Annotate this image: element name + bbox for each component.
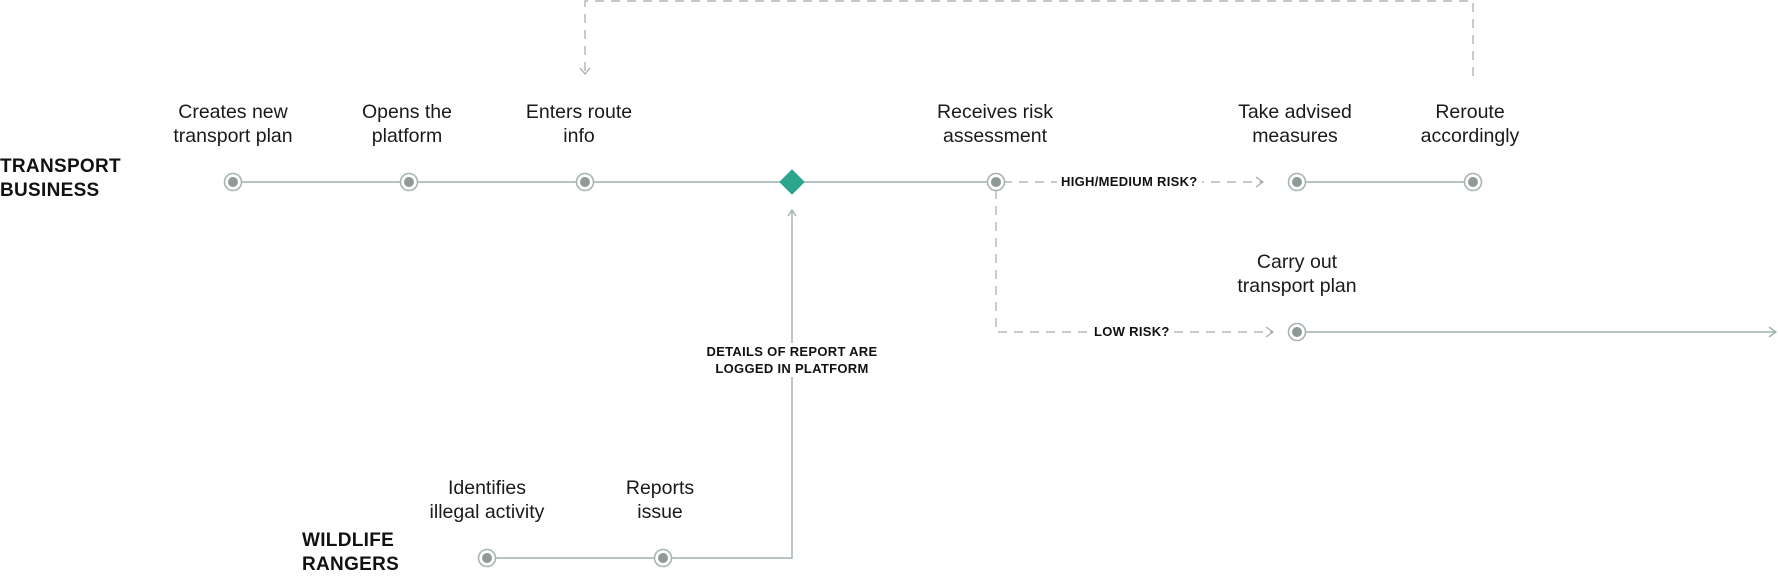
lane-label-transport-line2: BUSINESS <box>0 180 100 201</box>
node-reroute <box>1463 172 1483 192</box>
carry-out-arrowhead <box>1768 326 1778 338</box>
low-risk-connector <box>995 190 1272 333</box>
loop-back-connector <box>584 0 1474 76</box>
step-open-platform: Opens the platform <box>322 100 492 148</box>
low-risk-arrowhead <box>1265 326 1275 338</box>
step-report-issue-line1: Reports <box>625 477 695 499</box>
step-create-plan-line2: transport plan <box>173 125 293 147</box>
decision-diamond <box>779 169 805 195</box>
step-take-measures-line2: measures <box>1252 125 1338 147</box>
node-identify-activity <box>477 548 497 568</box>
step-receive-risk: Receives risk assessment <box>910 100 1080 148</box>
step-identify-activity-line1: Identifies <box>447 477 527 499</box>
step-open-platform-line2: platform <box>371 125 443 147</box>
report-arrowhead <box>787 208 797 217</box>
step-open-platform-line1: Opens the <box>362 101 452 123</box>
step-carry-out-line1: Carry out <box>1256 251 1338 273</box>
step-identify-activity-line2: illegal activity <box>429 501 545 523</box>
step-reroute-line2: accordingly <box>1420 125 1520 147</box>
node-receive-risk <box>986 172 1006 192</box>
rangers-lane-line <box>487 212 793 559</box>
step-carry-out-line2: transport plan <box>1237 275 1357 297</box>
step-receive-risk-line1: Receives risk <box>937 101 1053 123</box>
node-open-platform <box>399 172 419 192</box>
step-report-issue: Reports issue <box>575 476 745 524</box>
report-logged-line1: DETAILS OF REPORT ARE <box>706 344 878 359</box>
report-logged-note: DETAILS OF REPORT ARE LOGGED IN PLATFORM <box>692 343 892 377</box>
step-identify-activity: Identifies illegal activity <box>402 476 572 524</box>
high-medium-arrowhead <box>1255 176 1265 188</box>
step-create-plan: Creates new transport plan <box>148 100 318 148</box>
node-report-issue <box>653 548 673 568</box>
report-logged-line2: LOGGED IN PLATFORM <box>715 361 869 376</box>
node-enter-route <box>575 172 595 192</box>
step-reroute: Reroute accordingly <box>1385 100 1555 148</box>
step-enter-route: Enters route info <box>494 100 664 148</box>
node-carry-out <box>1287 322 1307 342</box>
step-carry-out: Carry out transport plan <box>1212 250 1382 298</box>
step-enter-route-line1: Enters route <box>525 101 633 123</box>
lane-label-rangers-line2: RANGERS <box>302 554 400 575</box>
branch-high-medium-risk: HIGH/MEDIUM RISK? <box>1057 174 1202 189</box>
lane-label-transport-line1: TRANSPORT <box>0 156 121 177</box>
node-take-measures <box>1287 172 1307 192</box>
step-create-plan-line1: Creates new <box>178 101 288 123</box>
step-report-issue-line2: issue <box>637 501 683 523</box>
node-create-plan <box>223 172 243 192</box>
lane-label-rangers: WILDLIFE RANGERS <box>302 529 399 577</box>
lane-label-transport: TRANSPORT BUSINESS <box>0 155 121 203</box>
step-take-measures: Take advised measures <box>1210 100 1380 148</box>
step-enter-route-line2: info <box>563 125 595 147</box>
step-take-measures-line1: Take advised <box>1238 101 1352 123</box>
branch-low-risk: LOW RISK? <box>1090 324 1174 339</box>
step-receive-risk-line2: assessment <box>942 125 1048 147</box>
lane-label-rangers-line1: WILDLIFE <box>302 530 395 551</box>
step-reroute-line1: Reroute <box>1435 101 1505 123</box>
loop-back-arrowhead <box>579 67 591 75</box>
